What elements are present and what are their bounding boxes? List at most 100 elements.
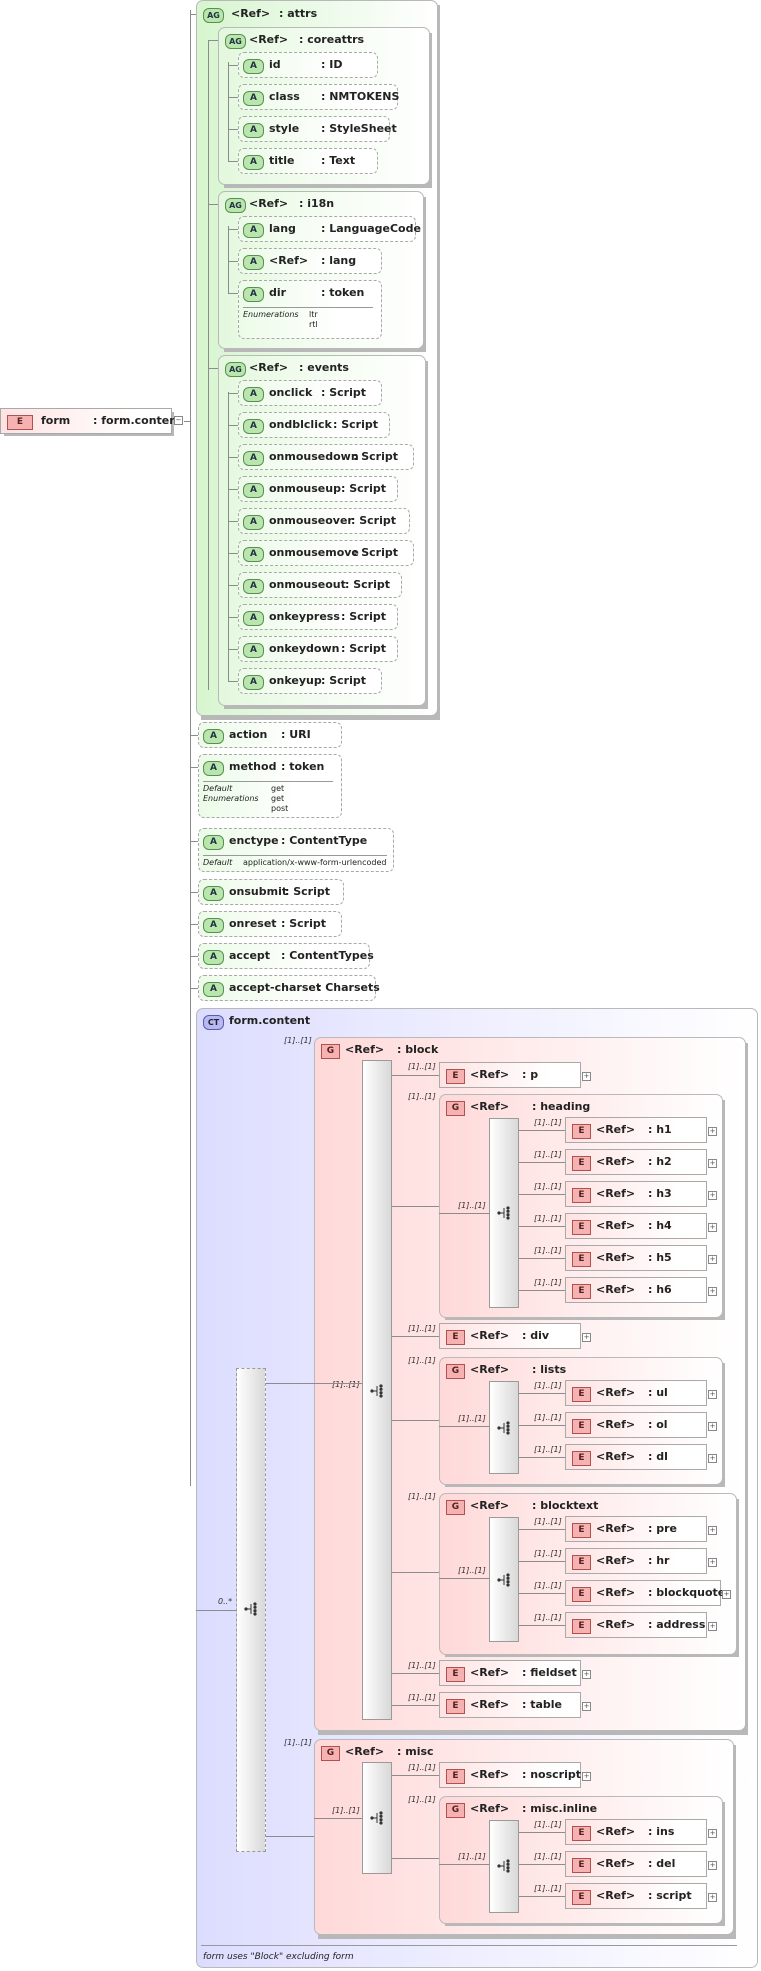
attribute-name: onmouseout: [269, 578, 346, 591]
attribute-lang[interactable]: A lang : LanguageCode: [238, 216, 421, 242]
element-script[interactable]: E <Ref> : script: [565, 1883, 707, 1909]
attribute-badge: A: [243, 675, 264, 690]
element-ol[interactable]: E <Ref> : ol: [565, 1412, 707, 1438]
attribute-name: style: [269, 122, 300, 135]
attribute-id[interactable]: A id : ID: [238, 52, 378, 78]
root-element-form[interactable]: E form : form.content: [0, 408, 182, 434]
expand-icon[interactable]: +: [708, 1829, 717, 1838]
default-label: Default: [203, 858, 233, 867]
expand-icon[interactable]: +: [708, 1422, 717, 1431]
attribute-onmousedown[interactable]: A onmousedown : Script: [238, 444, 414, 470]
element-pre[interactable]: E <Ref> : pre: [565, 1516, 707, 1542]
attribute-type: : ID: [321, 58, 343, 71]
attribute-class[interactable]: A class : NMTOKENS: [238, 84, 399, 110]
attribute-accept[interactable]: A accept : ContentTypes: [198, 943, 374, 969]
expand-icon[interactable]: +: [708, 1526, 717, 1535]
expand-icon[interactable]: +: [708, 1287, 717, 1296]
expand-icon[interactable]: −: [174, 416, 183, 425]
element-address[interactable]: E <Ref> : address: [565, 1612, 707, 1638]
element-ul[interactable]: E <Ref> : ul: [565, 1380, 707, 1406]
attribute-onmouseup[interactable]: A onmouseup : Script: [238, 476, 398, 502]
attribute-type: : URI: [281, 728, 311, 741]
attribute-group-badge: AG: [225, 198, 246, 213]
attribute-action[interactable]: A action : URI: [198, 722, 342, 748]
choice-icon: [370, 1384, 383, 1398]
expand-icon[interactable]: +: [708, 1191, 717, 1200]
element-badge: E: [572, 1220, 591, 1235]
attribute-onkeypress[interactable]: A onkeypress : Script: [238, 604, 398, 630]
attribute-name: onreset: [229, 917, 277, 930]
element-ref: <Ref>: [596, 1386, 636, 1399]
occurrence-label: [1]..[1]: [408, 1324, 436, 1333]
element-div[interactable]: E <Ref> : div: [439, 1323, 581, 1349]
element-fieldset[interactable]: E <Ref> : fieldset: [439, 1660, 581, 1686]
expand-icon[interactable]: +: [708, 1454, 717, 1463]
expand-icon[interactable]: +: [582, 1772, 591, 1781]
attribute-type: : Script: [353, 450, 398, 463]
element-ins[interactable]: E <Ref> : ins: [565, 1819, 707, 1845]
attribute-group-badge: AG: [225, 34, 246, 49]
element-h2[interactable]: E <Ref> : h2: [565, 1149, 707, 1175]
attribute-onmouseout[interactable]: A onmouseout : Script: [238, 572, 402, 598]
attribute-badge: A: [243, 419, 264, 434]
expand-icon[interactable]: +: [708, 1558, 717, 1567]
element-h5[interactable]: E <Ref> : h5: [565, 1245, 707, 1271]
element-h6[interactable]: E <Ref> : h6: [565, 1277, 707, 1303]
blocktext-ref: <Ref>: [470, 1499, 510, 1512]
expand-icon[interactable]: +: [708, 1127, 717, 1136]
expand-icon[interactable]: +: [708, 1861, 717, 1870]
attribute-badge: A: [203, 835, 224, 850]
element-badge: E: [572, 1156, 591, 1171]
element-hr[interactable]: E <Ref> : hr: [565, 1548, 707, 1574]
attribute-badge: A: [243, 91, 264, 106]
expand-icon[interactable]: +: [708, 1390, 717, 1399]
expand-icon[interactable]: +: [708, 1255, 717, 1264]
occurrence-label: [1]..[1]: [408, 1062, 436, 1071]
attribute-style[interactable]: A style : StyleSheet: [238, 116, 397, 142]
occurrence-label: [1]..[1]: [284, 1738, 312, 1747]
i18n-ref: <Ref>: [249, 197, 289, 210]
attribute-accept-charset[interactable]: A accept-charset : Charsets: [198, 975, 380, 1001]
attribute-badge: A: [243, 483, 264, 498]
expand-icon[interactable]: +: [582, 1702, 591, 1711]
element-table[interactable]: E <Ref> : table: [439, 1692, 581, 1718]
element-h3[interactable]: E <Ref> : h3: [565, 1181, 707, 1207]
attribute-dir[interactable]: A dir : token Enumerations ltr rtl: [238, 280, 382, 339]
expand-icon[interactable]: +: [708, 1159, 717, 1168]
expand-icon[interactable]: +: [582, 1072, 591, 1081]
element-p[interactable]: E <Ref> : p: [439, 1062, 581, 1088]
attribute-onkeydown[interactable]: A onkeydown : Script: [238, 636, 398, 662]
attribute-badge: A: [243, 387, 264, 402]
element-blockquote[interactable]: E <Ref> : blockquote: [565, 1580, 725, 1606]
expand-icon[interactable]: +: [722, 1590, 731, 1599]
attribute-ondblclick[interactable]: A ondblclick : Script: [238, 412, 390, 438]
attribute-enctype[interactable]: A enctype : ContentType Default applicat…: [198, 828, 394, 872]
element-noscript[interactable]: E <Ref> : noscript: [439, 1762, 581, 1788]
element-h4[interactable]: E <Ref> : h4: [565, 1213, 707, 1239]
attribute-title[interactable]: A title : Text: [238, 148, 378, 174]
attribute-onreset[interactable]: A onreset : Script: [198, 911, 342, 937]
element-h1[interactable]: E <Ref> : h1: [565, 1117, 707, 1143]
element-del[interactable]: E <Ref> : del: [565, 1851, 707, 1877]
attribute-onmousemove[interactable]: A onmousemove : Script: [238, 540, 414, 566]
attribute-onclick[interactable]: A onclick : Script: [238, 380, 382, 406]
expand-icon[interactable]: +: [582, 1333, 591, 1342]
expand-icon[interactable]: +: [708, 1893, 717, 1902]
element-ref: <Ref>: [596, 1825, 636, 1838]
enumerations-label: Enumerations: [243, 310, 299, 319]
element-dl[interactable]: E <Ref> : dl: [565, 1444, 707, 1470]
attribute-method[interactable]: A method : token Default get Enumeration…: [198, 754, 342, 818]
attribute-name: method: [229, 760, 277, 773]
element-ref: <Ref>: [596, 1251, 636, 1264]
attribute-onkeyup[interactable]: A onkeyup : Script: [238, 668, 382, 694]
attribute-ref-lang[interactable]: A <Ref> : lang: [238, 248, 382, 274]
attribute-onmouseover[interactable]: A onmouseover : Script: [238, 508, 410, 534]
expand-icon[interactable]: +: [708, 1223, 717, 1232]
attribute-onsubmit[interactable]: A onsubmit : Script: [198, 879, 344, 905]
element-type: : h3: [648, 1187, 672, 1200]
expand-icon[interactable]: +: [582, 1670, 591, 1679]
attribute-badge: A: [203, 950, 224, 965]
attribute-badge: A: [203, 729, 224, 744]
element-ref: <Ref>: [596, 1123, 636, 1136]
expand-icon[interactable]: +: [708, 1622, 717, 1631]
